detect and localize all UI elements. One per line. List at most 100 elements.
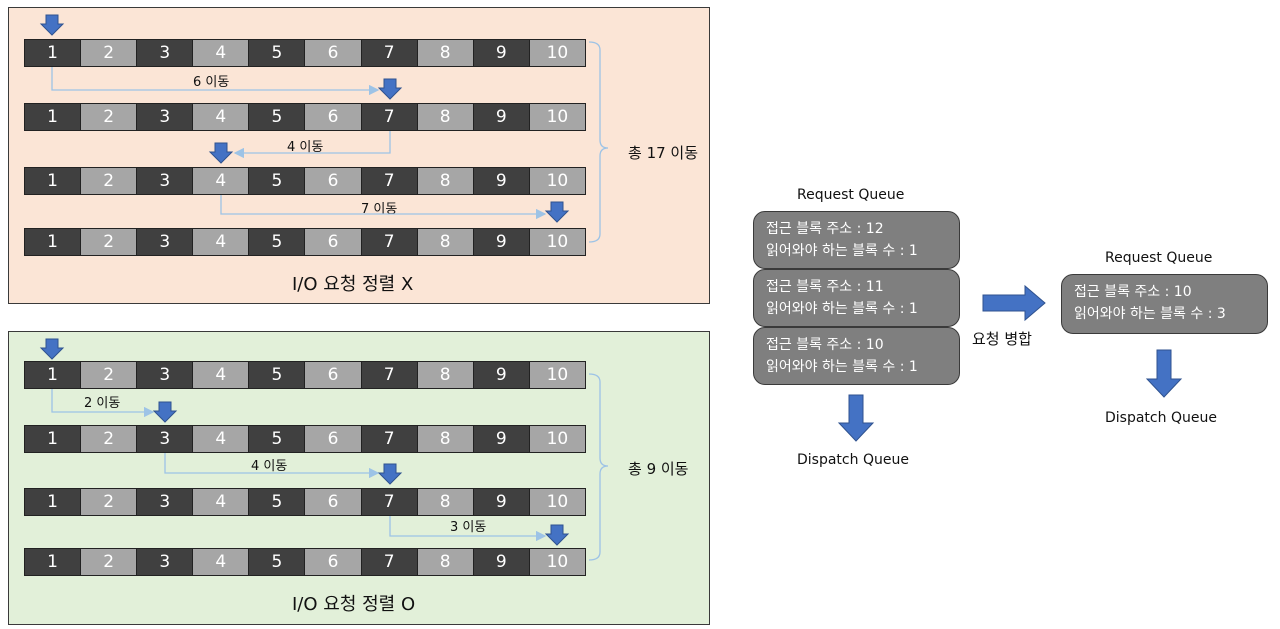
disk-block-10: 10 <box>529 549 585 575</box>
disk-block-3: 3 <box>137 489 194 515</box>
disk-block-10: 10 <box>529 168 585 194</box>
disk-block-8: 8 <box>417 426 474 452</box>
request-addr: 접근 블록 주소 : 10 <box>1074 284 1192 300</box>
disk-block-5: 5 <box>249 362 306 388</box>
disk-block-4: 4 <box>193 168 250 194</box>
request-count: 읽어와야 하는 블록 수 : 1 <box>766 243 918 259</box>
request-box-left-1: 접근 블록 주소 : 12 읽어와야 하는 블록 수 : 1 <box>753 211 960 269</box>
disk-block-7: 7 <box>361 229 418 255</box>
move-label-o-1: 2 이동 <box>84 396 121 411</box>
disk-block-1: 1 <box>25 168 82 194</box>
move-label-x-2: 4 이동 <box>287 140 324 155</box>
move-label-o-2: 4 이동 <box>251 459 288 474</box>
disk-block-4: 4 <box>193 426 250 452</box>
merge-label: 요청 병합 <box>972 330 1032 348</box>
disk-block-10: 10 <box>529 426 585 452</box>
disk-block-6: 6 <box>305 40 362 66</box>
disk-block-10: 10 <box>529 489 585 515</box>
move-label-x-1: 6 이동 <box>193 75 230 90</box>
dispatch-arrow-right <box>1145 349 1183 398</box>
disk-block-6: 6 <box>305 426 362 452</box>
disk-block-4: 4 <box>193 229 250 255</box>
disk-block-1: 1 <box>25 549 82 575</box>
disk-block-5: 5 <box>249 168 306 194</box>
request-count: 읽어와야 하는 블록 수 : 3 <box>1074 306 1226 322</box>
disk-block-1: 1 <box>25 362 82 388</box>
disk-block-2: 2 <box>81 168 138 194</box>
disk-block-10: 10 <box>529 104 585 130</box>
merge-arrow <box>982 284 1046 322</box>
disk-block-10: 10 <box>529 40 585 66</box>
disk-block-7: 7 <box>361 168 418 194</box>
request-box-left-2: 접근 블록 주소 : 11 읽어와야 하는 블록 수 : 1 <box>753 269 960 327</box>
disk-block-9: 9 <box>473 362 530 388</box>
disk-block-6: 6 <box>305 362 362 388</box>
disk-block-2: 2 <box>81 362 138 388</box>
disk-block-2: 2 <box>81 426 138 452</box>
disk-block-9: 9 <box>473 104 530 130</box>
disk-block-9: 9 <box>473 489 530 515</box>
disk-block-8: 8 <box>417 549 474 575</box>
disk-block-5: 5 <box>249 104 306 130</box>
disk-block-6: 6 <box>305 104 362 130</box>
disk-block-3: 3 <box>137 104 194 130</box>
disk-block-4: 4 <box>193 549 250 575</box>
disk-block-6: 6 <box>305 229 362 255</box>
disk-block-6: 6 <box>305 489 362 515</box>
caption-x: I/O 요청 정렬 X <box>292 274 414 295</box>
disk-block-5: 5 <box>249 549 306 575</box>
disk-block-8: 8 <box>417 40 474 66</box>
disk-block-5: 5 <box>249 40 306 66</box>
disk-block-3: 3 <box>137 549 194 575</box>
disk-block-6: 6 <box>305 549 362 575</box>
disk-block-5: 5 <box>249 229 306 255</box>
disk-block-9: 9 <box>473 229 530 255</box>
dispatch-arrow-left <box>837 394 875 442</box>
disk-block-7: 7 <box>361 40 418 66</box>
disk-block-9: 9 <box>473 40 530 66</box>
disk-block-8: 8 <box>417 362 474 388</box>
disk-block-1: 1 <box>25 229 82 255</box>
request-addr: 접근 블록 주소 : 10 <box>766 337 884 353</box>
disk-block-4: 4 <box>193 104 250 130</box>
disk-block-8: 8 <box>417 489 474 515</box>
disk-block-3: 3 <box>137 426 194 452</box>
total-moves-x: 총 17 이동 <box>628 144 699 162</box>
disk-block-10: 10 <box>529 362 585 388</box>
disk-block-1: 1 <box>25 426 82 452</box>
disk-block-5: 5 <box>249 489 306 515</box>
request-queue-title-left: Request Queue <box>797 187 905 203</box>
disk-block-4: 4 <box>193 362 250 388</box>
caption-o: I/O 요청 정렬 O <box>292 594 416 615</box>
disk-block-8: 8 <box>417 104 474 130</box>
disk-block-7: 7 <box>361 489 418 515</box>
move-label-x-3: 7 이동 <box>361 202 398 217</box>
total-moves-o: 총 9 이동 <box>628 460 689 478</box>
disk-block-2: 2 <box>81 549 138 575</box>
disk-block-1: 1 <box>25 489 82 515</box>
request-count: 읽어와야 하는 블록 수 : 1 <box>766 359 918 375</box>
request-count: 읽어와야 하는 블록 수 : 1 <box>766 301 918 317</box>
disk-block-6: 6 <box>305 168 362 194</box>
request-box-right-1: 접근 블록 주소 : 10 읽어와야 하는 블록 수 : 3 <box>1061 274 1268 334</box>
disk-block-1: 1 <box>25 104 82 130</box>
disk-block-9: 9 <box>473 426 530 452</box>
request-addr: 접근 블록 주소 : 11 <box>766 279 884 295</box>
disk-block-7: 7 <box>361 104 418 130</box>
disk-block-2: 2 <box>81 104 138 130</box>
disk-block-9: 9 <box>473 549 530 575</box>
disk-block-8: 8 <box>417 168 474 194</box>
disk-block-2: 2 <box>81 40 138 66</box>
disk-block-2: 2 <box>81 229 138 255</box>
disk-block-4: 4 <box>193 489 250 515</box>
disk-block-7: 7 <box>361 549 418 575</box>
move-label-o-3: 3 이동 <box>450 520 487 535</box>
request-queue-title-right: Request Queue <box>1105 250 1213 266</box>
